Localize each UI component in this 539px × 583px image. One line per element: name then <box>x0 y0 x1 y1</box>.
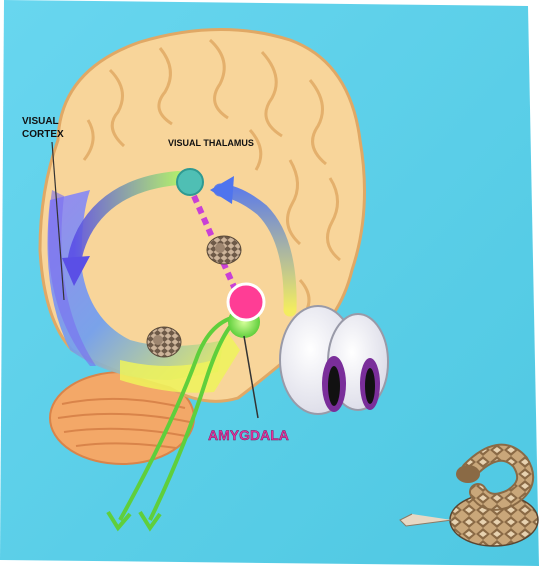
label-visual-cortex-line1: VISUAL <box>22 116 59 127</box>
label-visual-cortex-line2: CORTEX <box>22 129 64 140</box>
cartoon-eyes-icon <box>280 306 388 414</box>
label-amygdala: AMYGDALA <box>208 427 289 443</box>
visual-thalamus-node <box>177 169 203 195</box>
amygdala-dot <box>228 284 264 320</box>
label-visual-thalamus: VISUAL THALAMUS <box>168 138 254 148</box>
snake-image-thalamus <box>207 236 241 264</box>
snake-image-cortex <box>147 327 181 357</box>
